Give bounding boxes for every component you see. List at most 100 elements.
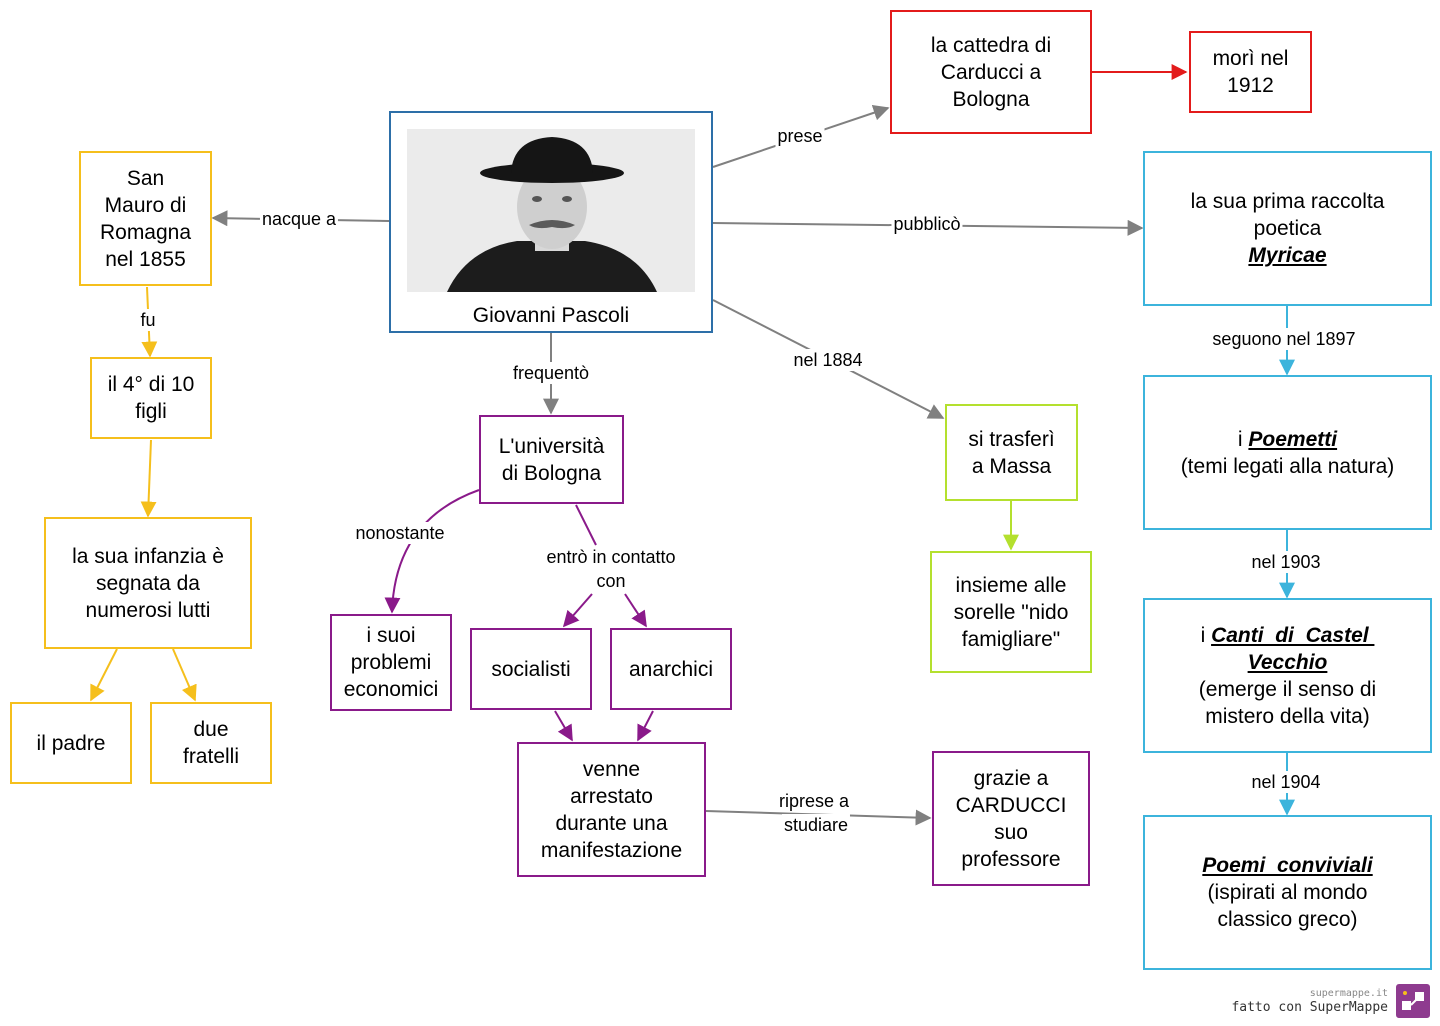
central-caption: Giovanni Pascoli <box>472 304 630 327</box>
logo-mark <box>1402 991 1424 1010</box>
node-text: Romagna <box>99 220 192 244</box>
node-text: anarchici <box>628 657 714 681</box>
node-text: (ispirati al mondo <box>1207 881 1368 904</box>
link-nonostante <box>384 489 480 614</box>
node-text: si trasferì <box>968 427 1055 451</box>
node-text: 1912 <box>1227 74 1274 97</box>
node-text: Mauro di <box>104 193 187 217</box>
node-text: professore <box>961 847 1061 871</box>
node-text: a Massa <box>971 454 1052 478</box>
node-text: manifestazione <box>540 838 683 862</box>
node-text: venne <box>582 757 641 781</box>
node-poemi[interactable]: Poemi conviviali (ispirati al mondo clas… <box>1143 815 1432 970</box>
label-entro-2: con <box>594 570 628 592</box>
work-title: Myricae <box>1248 244 1327 267</box>
node-text: la sua prima raccolta <box>1190 190 1385 213</box>
footer-brand: supermappe.it fatto con SuperMappe <box>1231 988 1388 1016</box>
node-text: i suoi <box>366 624 416 647</box>
node-padre[interactable]: il padre <box>10 702 132 784</box>
node-mori[interactable]: morì nel 1912 <box>1189 31 1312 113</box>
label-pubblico: pubblicò <box>891 213 963 235</box>
node-text: sorelle "nido <box>953 600 1069 624</box>
label-fu: fu <box>138 309 158 331</box>
portrait-figure <box>407 129 695 292</box>
label-nel-1904: nel 1904 <box>1249 771 1323 793</box>
node-text: Bologna <box>952 87 1030 111</box>
node-text: fratelli <box>182 745 240 768</box>
label-seguono: seguono nel 1897 <box>1210 328 1358 350</box>
node-problemi[interactable]: i suoi problemi economici <box>330 614 452 711</box>
node-anarchici[interactable]: anarchici <box>610 628 732 710</box>
node-text: insieme alle <box>955 573 1067 597</box>
portrait-image <box>407 129 695 292</box>
node-text: due <box>193 718 229 741</box>
node-text: durante una <box>555 811 668 835</box>
node-line: i Canti di Castel <box>1201 622 1375 649</box>
label-nacque-a: nacque a <box>259 208 339 230</box>
node-fratelli[interactable]: due fratelli <box>150 702 272 784</box>
node-canti[interactable]: i Canti di Castel Vecchio (emerge il sen… <box>1143 598 1432 753</box>
link-anarchici-arrestato <box>637 710 654 742</box>
node-massa[interactable]: si trasferì a Massa <box>945 404 1078 501</box>
central-node[interactable]: Giovanni Pascoli <box>389 111 713 333</box>
node-universita[interactable]: L'università di Bologna <box>479 415 624 504</box>
node-text: arrestato <box>570 784 653 808</box>
node-socialisti[interactable]: socialisti <box>470 628 592 710</box>
link-infanzia-padre <box>90 648 118 702</box>
node-san-mauro[interactable]: San Mauro di Romagna nel 1855 <box>79 151 212 286</box>
node-text: i <box>1237 427 1249 451</box>
node-carducci-prof[interactable]: grazie a CARDUCCI suo professore <box>932 751 1090 886</box>
node-text: morì nel <box>1212 47 1289 70</box>
node-text: classico greco) <box>1217 908 1358 931</box>
footer-made-with: fatto con SuperMappe <box>1231 1000 1388 1015</box>
node-infanzia[interactable]: la sua infanzia è segnata da numerosi lu… <box>44 517 252 649</box>
node-text: la cattedra di <box>930 33 1052 57</box>
link-infanzia-fratelli <box>172 648 197 702</box>
label-nonostante: nonostante <box>353 522 447 544</box>
node-cattedra[interactable]: la cattedra di Carducci a Bologna <box>890 10 1092 134</box>
link-socialisti-arrestato <box>554 710 573 742</box>
node-text: (temi legati alla natura) <box>1180 454 1395 478</box>
node-text: il 4° di 10 <box>107 373 195 396</box>
node-myricae[interactable]: la sua prima raccolta poetica Myricae <box>1143 151 1432 306</box>
node-text: numerosi lutti <box>85 598 211 622</box>
supermappe-logo-icon[interactable] <box>1396 984 1430 1018</box>
label-ripresa-2: studiare <box>781 814 851 836</box>
work-title: Vecchio <box>1247 650 1328 674</box>
link-quarto-infanzia <box>140 439 157 518</box>
node-text: segnata da <box>96 571 200 595</box>
node-text: poetica <box>1253 217 1322 240</box>
label-nel-1903: nel 1903 <box>1249 551 1323 573</box>
label-ripresa-1: riprese a <box>776 790 852 812</box>
node-arrestato[interactable]: venne arrestato durante una manifestazio… <box>517 742 706 877</box>
node-text: San <box>126 166 165 190</box>
node-text: la sua infanzia è <box>72 544 224 568</box>
node-text: socialisti <box>491 657 571 681</box>
node-text: suo <box>994 820 1028 844</box>
node-text: grazie a <box>973 766 1049 790</box>
node-text: CARDUCCI <box>955 793 1067 817</box>
node-text: economici <box>343 678 439 701</box>
node-text: (emerge il senso di <box>1198 677 1377 701</box>
node-line: i Poemetti <box>1238 426 1337 453</box>
node-text: i <box>1200 623 1212 647</box>
node-text: famigliare" <box>961 627 1061 651</box>
footer-site: supermappe.it <box>1309 988 1388 999</box>
link-entro <box>575 504 597 546</box>
node-poemetti[interactable]: i Poemetti (temi legati alla natura) <box>1143 375 1432 530</box>
label-nel-1884: nel 1884 <box>791 349 865 371</box>
node-text: nel 1855 <box>105 247 186 271</box>
node-text: il padre <box>36 731 106 755</box>
work-title: Canti di Castel <box>1211 623 1375 647</box>
node-text: figli <box>135 400 167 423</box>
node-sorelle[interactable]: insieme alle sorelle "nido famigliare" <box>930 551 1092 673</box>
link-con-socialisti <box>562 593 593 628</box>
label-prese: prese <box>775 125 825 147</box>
work-title: Poemi conviviali <box>1202 854 1373 877</box>
node-text: Carducci a <box>940 60 1042 84</box>
label-entro-1: entrò in contatto <box>544 546 678 568</box>
link-con-anarchici <box>624 593 647 628</box>
node-quarto-figli[interactable]: il 4° di 10 figli <box>90 357 212 439</box>
node-text: di Bologna <box>501 461 602 485</box>
